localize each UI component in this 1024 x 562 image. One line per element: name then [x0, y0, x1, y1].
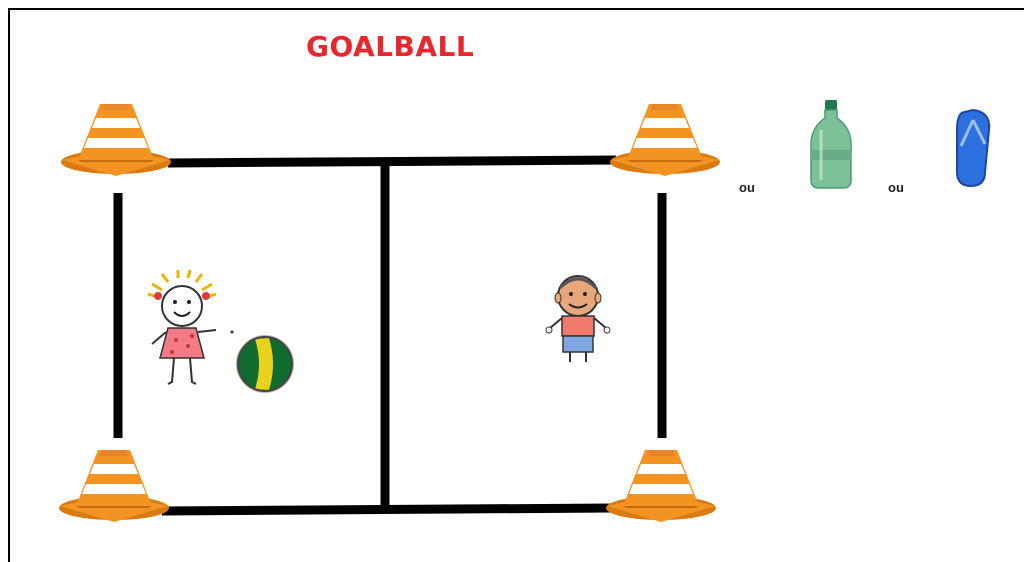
- alternative-separator-1: ou: [739, 180, 755, 195]
- flip-flop-icon: [957, 110, 989, 186]
- traffic-cone-icon: [59, 450, 169, 522]
- plastic-bottle-icon: [811, 100, 851, 188]
- traffic-cone-icon: [61, 104, 171, 176]
- court-top-line: [168, 160, 616, 163]
- girl-figure-icon: [148, 270, 234, 384]
- traffic-cone-icon: [610, 104, 720, 176]
- alternative-separator-2: ou: [888, 180, 904, 195]
- goalball-ball-icon: [236, 335, 294, 393]
- traffic-cone-icon: [606, 450, 716, 522]
- boy-figure-icon: [546, 276, 610, 362]
